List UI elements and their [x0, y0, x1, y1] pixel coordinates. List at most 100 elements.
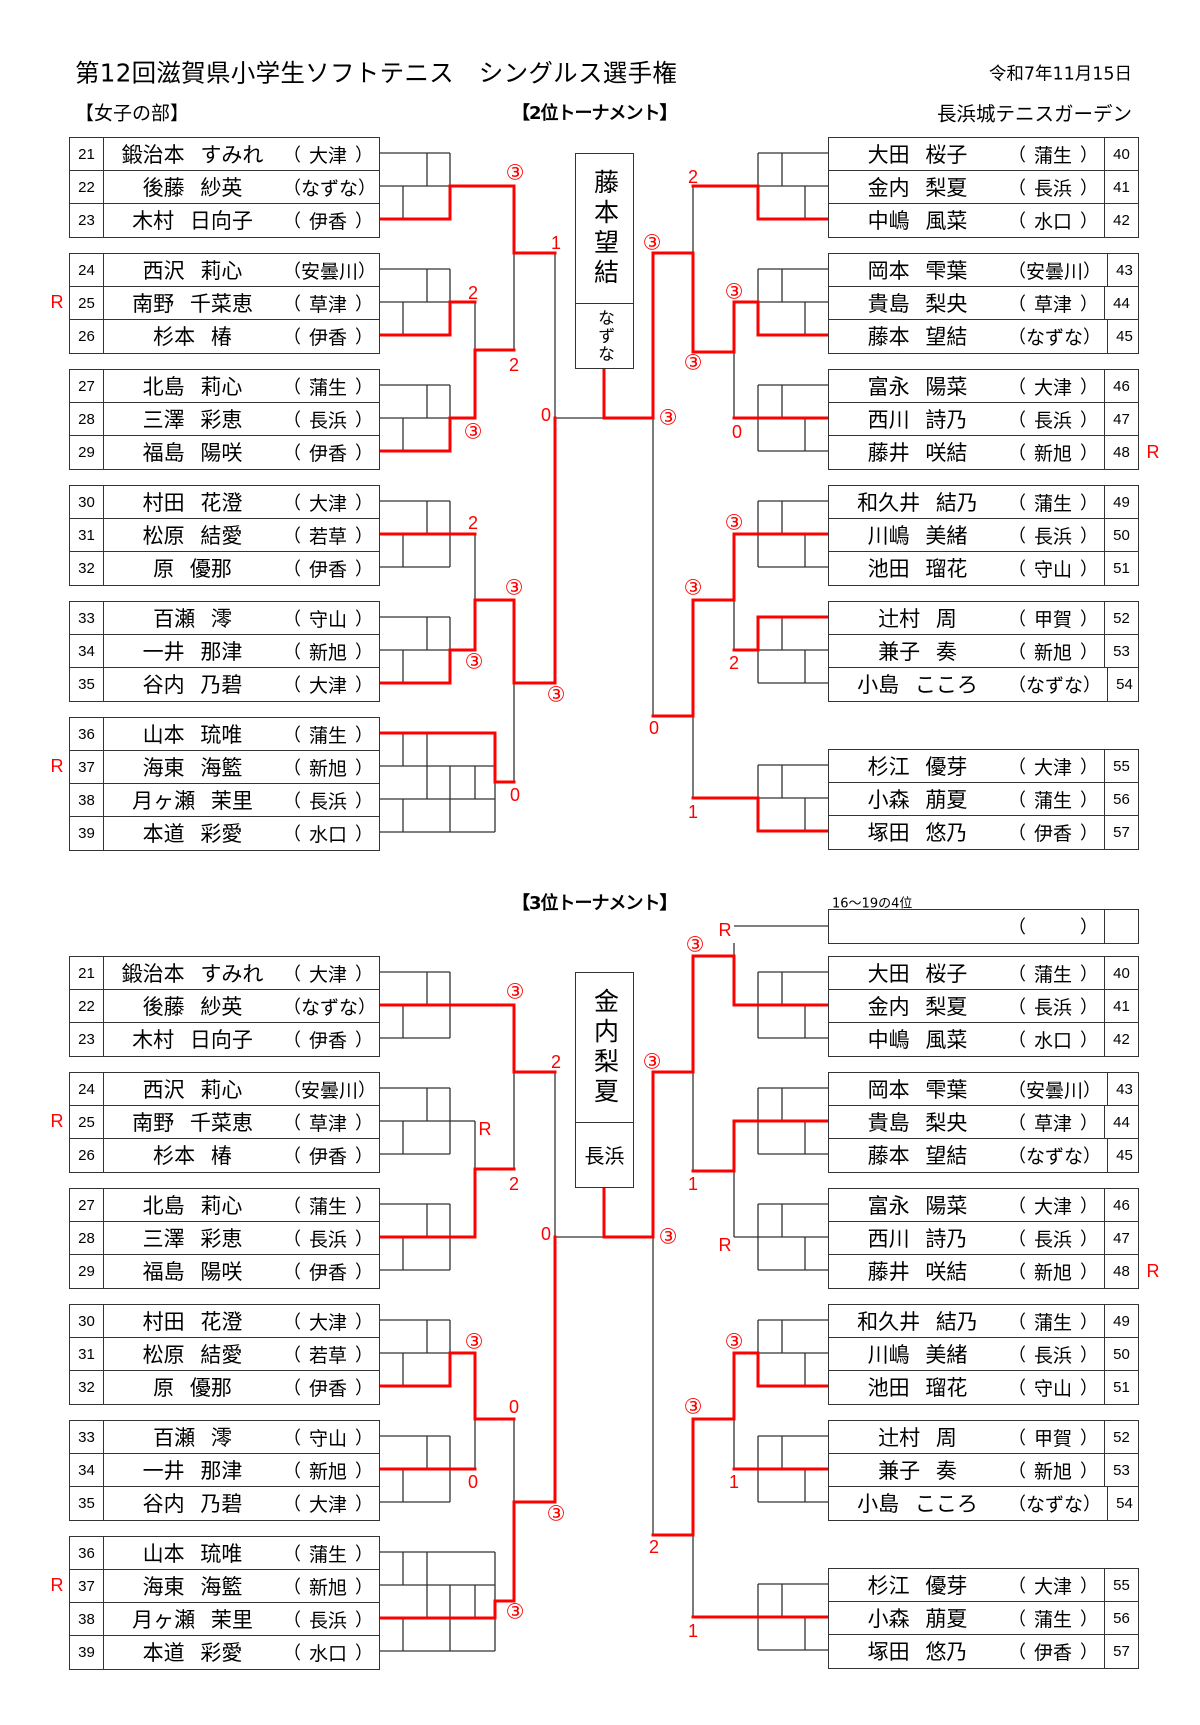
entry-number: 53 [1104, 635, 1138, 668]
match-score: 0 [731, 422, 743, 442]
entry-number: 35 [70, 668, 104, 701]
entry-club: なずな [301, 177, 359, 200]
paren-close: ） [1079, 443, 1098, 465]
entry-club: 草津 [308, 293, 347, 316]
paren-close: ） [354, 609, 373, 631]
paren-open: （ [1008, 675, 1026, 697]
entry-club-cell: （長浜） [1006, 406, 1104, 433]
entry-club: 伊香 [308, 1029, 347, 1052]
paren-close: ） [354, 493, 373, 515]
entry-name: 海東 海籃 [142, 1575, 243, 1600]
paren-close: ） [1083, 1146, 1102, 1168]
entry-number: 29 [70, 436, 104, 469]
paren-close: ） [1079, 1378, 1098, 1400]
entry-club: 安曇川 [301, 260, 359, 283]
entry-name: 大田 桜子 [867, 143, 968, 168]
entry-club: 大津 [1033, 376, 1072, 399]
entry-club-cell: （伊香） [281, 1258, 379, 1285]
entry-number: 55 [1104, 1569, 1138, 1602]
entry-name: 小島 こころ [857, 673, 978, 698]
entry-club: 新旭 [308, 1576, 347, 1599]
match-score: ③ [724, 1329, 744, 1354]
entry-name: 福島 陽咲 [142, 1260, 243, 1285]
retired-mark: R [718, 920, 732, 940]
paren-close: ） [354, 526, 373, 548]
event-date: 令和7年11月15日 [988, 64, 1132, 85]
match-score: ③ [658, 405, 678, 430]
paren-close: ） [354, 443, 373, 465]
match-score: ③ [724, 510, 744, 535]
entry-row: 和久井 結乃（蒲生）49 [828, 1304, 1139, 1339]
winner-name: 藤本望結 [590, 168, 620, 289]
paren-close: ） [354, 642, 373, 664]
match-score: ③ [504, 575, 524, 600]
entry-name: 兼子 奏 [878, 640, 957, 665]
entry-name: 松原 結愛 [142, 1343, 243, 1368]
entry-club-cell: （大津） [1006, 373, 1104, 400]
entry-number: 38 [70, 1603, 104, 1636]
entry-club: 安曇川 [301, 1079, 359, 1102]
paren-open: （ [1008, 377, 1026, 399]
entry-club-cell: （水口） [1006, 207, 1104, 234]
entry-club: 伊香 [308, 1145, 347, 1168]
entry-club-cell: （長浜） [1006, 174, 1104, 201]
extra-entry-row: （ ） [828, 909, 1139, 944]
entry-club-cell: （伊香） [1006, 819, 1104, 846]
paren-close: ） [1079, 1312, 1098, 1334]
entry-name: 一井 那津 [142, 1459, 243, 1484]
paren-open: （ [283, 526, 301, 548]
entry-row: 中嶋 風菜（水口）42 [828, 203, 1139, 238]
entry-club: 蒲生 [308, 1543, 347, 1566]
entry-name: 木村 日向子 [132, 1028, 253, 1053]
paren-close: ） [1079, 559, 1098, 581]
paren-open: （ [283, 1146, 301, 1168]
entry-club: 守山 [1033, 558, 1072, 581]
entry-name: 金内 梨夏 [867, 176, 968, 201]
paren-open: （ [1008, 1378, 1026, 1400]
entry-name: 百瀬 澪 [153, 607, 232, 632]
match-score: ③ [658, 1224, 678, 1249]
entry-club-cell: （伊香） [281, 1374, 379, 1401]
page-title: 第12回滋賀県小学生ソフトテニス シングルス選手権 [75, 58, 678, 88]
paren-open: （ [1008, 526, 1026, 548]
entry-club-cell: （長浜） [281, 1606, 379, 1633]
entry-number: 35 [70, 1487, 104, 1520]
entry-name: 北島 莉心 [142, 1194, 243, 1219]
paren-open: （ [283, 1378, 301, 1400]
entry-club-cell: （蒲生） [281, 721, 379, 748]
entry-club: 新旭 [1033, 1261, 1072, 1284]
entry-club: 伊香 [308, 210, 347, 233]
paren-close: ） [354, 1643, 373, 1665]
entry-row: 兼子 奏（新旭）53 [828, 1453, 1139, 1488]
paren-open: （ [1008, 1494, 1026, 1516]
entry-club: 大津 [1033, 756, 1072, 779]
entry-club: 長浜 [1033, 525, 1072, 548]
match-score: 0 [509, 785, 521, 805]
entry-club-cell: （伊香） [281, 555, 379, 582]
entry-club-cell: （大津） [1006, 1572, 1104, 1599]
paren-open: （ [1008, 1642, 1026, 1664]
entry-number: 29 [70, 1255, 104, 1288]
entry-name: 藤井 咲結 [867, 441, 968, 466]
entry-name: 西沢 莉心 [142, 259, 243, 284]
entry-club-cell: （新旭） [1006, 1457, 1104, 1484]
entry-name: 兼子 奏 [878, 1459, 957, 1484]
paren-open: （ [283, 493, 301, 515]
entry-number: 23 [70, 204, 104, 237]
entry-club: 長浜 [308, 409, 347, 432]
paren-open: （ [283, 1577, 301, 1599]
paren-open: （ [1008, 145, 1026, 167]
entry-number: 57 [1104, 816, 1138, 849]
entry-name: 北島 莉心 [142, 375, 243, 400]
paren-open: （ [1008, 790, 1026, 812]
entry-club-cell: （長浜） [1006, 522, 1104, 549]
